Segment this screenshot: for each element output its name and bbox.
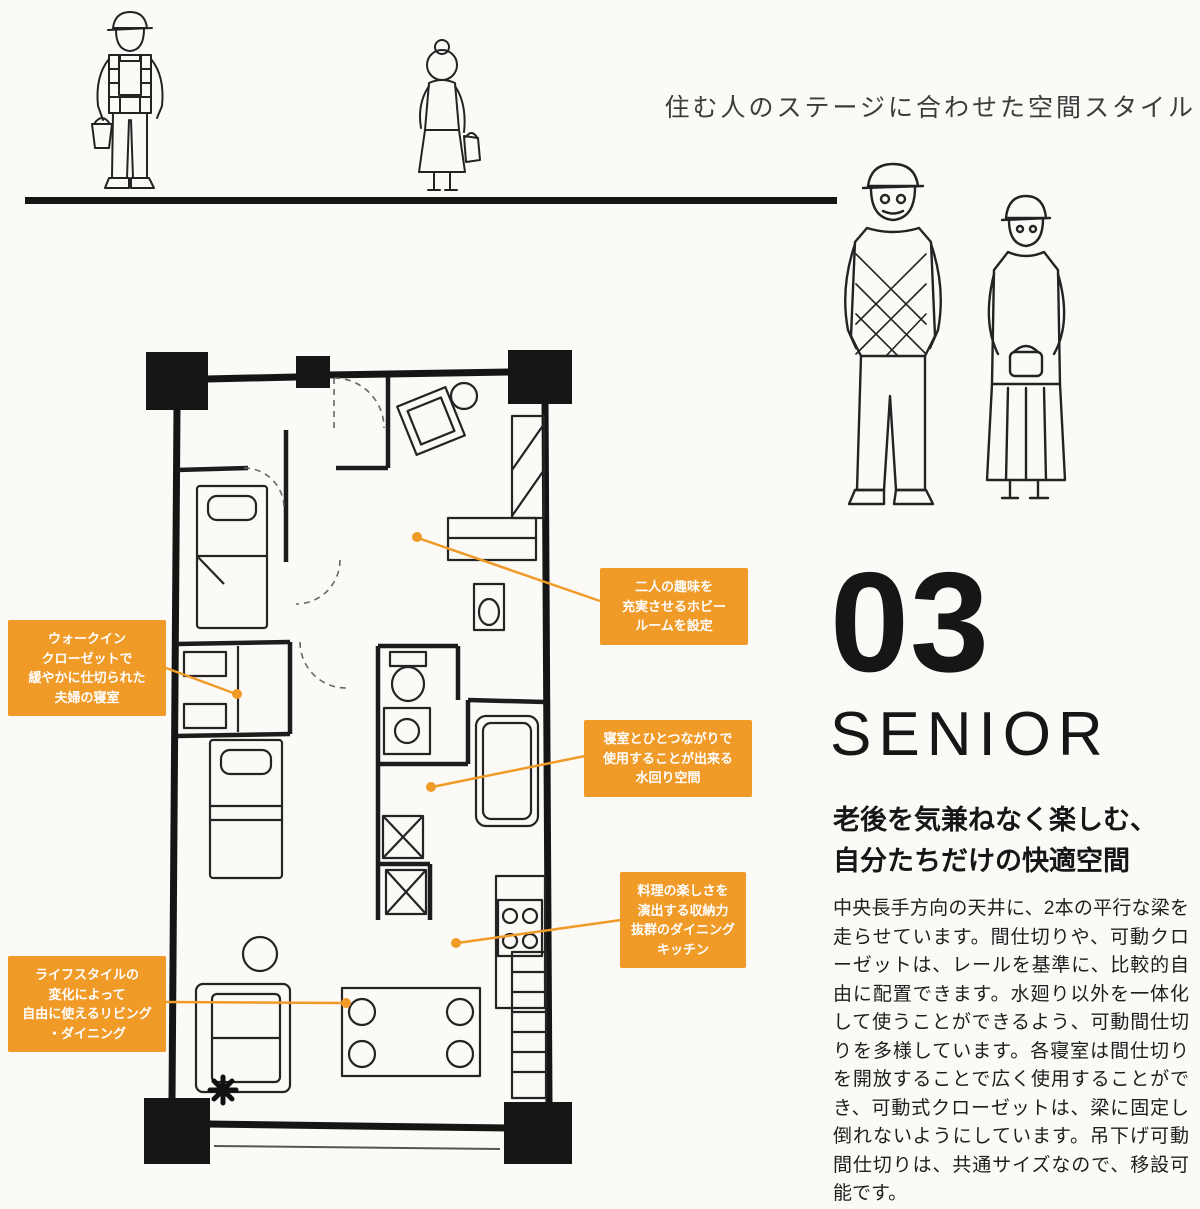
callout-water-area: 寝室とひとつながりで 使用することが出来る 水回り空間	[584, 720, 752, 797]
hobby-room-furniture	[396, 381, 538, 632]
section-number: 03	[830, 543, 990, 702]
interior-walls	[176, 377, 546, 920]
callout-leaders	[165, 536, 622, 1005]
page-tagline: 住む人のステージに合わせた空間スタイル	[664, 94, 1196, 122]
leader-line-living	[165, 1000, 346, 1005]
callout-dining-kitchen: 料理の楽しさを 演出する収納力 抜群のダイニング キッチン	[620, 872, 746, 968]
door-swings	[243, 377, 385, 689]
bed-1	[195, 484, 269, 630]
walk-in-closet	[182, 646, 240, 732]
furniture	[182, 381, 548, 1106]
balcony-line	[213, 1145, 501, 1150]
floor-plan	[144, 350, 572, 1164]
plant	[207, 1074, 239, 1106]
callout-master-bedroom: ウォークイン クローゼットで 緩やかに仕切られた 夫婦の寝室	[8, 620, 166, 716]
callout-hobby-room: 二人の趣味を 充実させるホビー ルームを設定	[600, 568, 748, 645]
leader-line-hobby	[417, 536, 601, 603]
laundry-units	[381, 814, 428, 916]
senior-man-illustration	[844, 162, 942, 506]
washbasin	[382, 706, 432, 756]
bathtub	[474, 714, 540, 828]
bed-2	[208, 738, 284, 880]
dining-set	[340, 986, 482, 1078]
section-heading: 老後を気兼ねなく楽しむ、 自分たちだけの快適空間	[833, 805, 1157, 876]
outer-walls	[168, 368, 553, 1132]
leader-line-bedroom	[165, 666, 237, 696]
toilet	[388, 650, 428, 703]
structural-columns	[144, 350, 572, 1164]
worker-illustration	[91, 11, 164, 189]
section-title: SENIOR	[830, 700, 1110, 769]
callout-living-dining: ライフスタイルの 変化によって 自由に使えるリビング ・ダイニング	[8, 956, 166, 1052]
kitchen-counter	[494, 874, 547, 1010]
leader-line-kitchen	[456, 918, 622, 945]
ground-line	[25, 197, 837, 204]
duct-shaft	[510, 414, 548, 1100]
callout-dots	[232, 532, 461, 1008]
section-body: 中央長手方向の天井に、2本の平行な梁を走らせています。間仕切りや、可動クローゼッ…	[833, 898, 1189, 1204]
senior-woman-illustration	[985, 194, 1067, 500]
leader-line-water	[431, 754, 586, 789]
scene-artwork	[25, 11, 1067, 1164]
elderly-woman-illustration	[418, 39, 481, 191]
sofa	[194, 935, 292, 1094]
